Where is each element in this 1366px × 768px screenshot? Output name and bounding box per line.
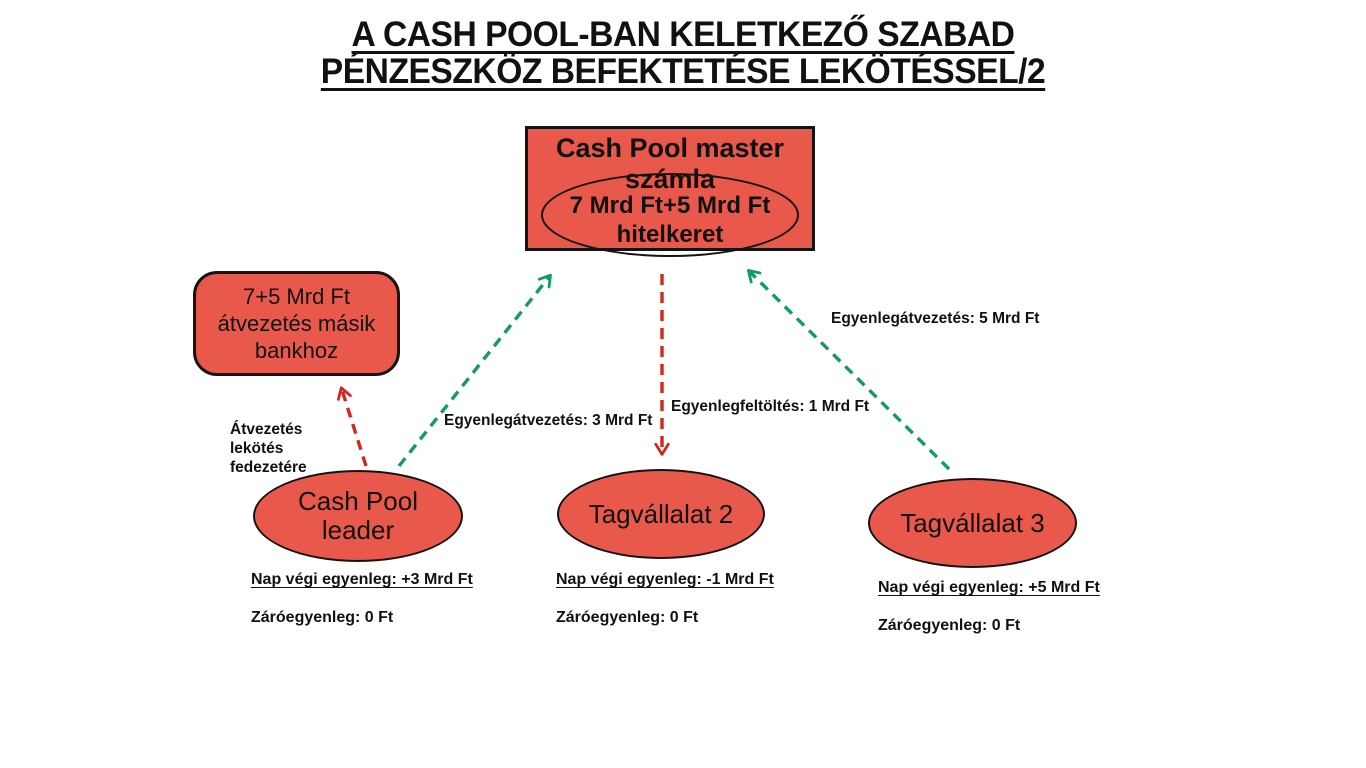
flow-label-member2-topup: Egyenlegfeltöltés: 1 Mrd Ft	[671, 398, 870, 415]
leader-name-line-2: leader	[321, 515, 395, 545]
member3-to-master-arrow	[746, 268, 951, 471]
transfer-box-line-2: átvezetés másik	[217, 311, 376, 336]
flow-label-transfer-cover-line-1: Átvezetés lekötés	[230, 421, 303, 457]
flow-label-transfer-cover: Átvezetés lekötés fedezetére	[230, 420, 360, 477]
leader-to-master-arrow	[397, 273, 552, 468]
member3-ellipse: Tagvállalat 3	[868, 478, 1077, 568]
member3-eod-balance: Nap végi egyenleg: +5 Mrd Ft	[878, 579, 1100, 596]
master-account-box: Cash Pool master számla 7 Mrd Ft+5 Mrd F…	[525, 126, 815, 257]
member3-closing-balance: Záróegyenleg: 0 Ft	[878, 617, 1021, 634]
page-title-line-1: A CASH POOL-BAN KELETKEZŐ SZABAD	[351, 15, 1015, 54]
credit-line-ellipse: 7 Mrd Ft+5 Mrd Ft hitelkeret	[541, 173, 799, 257]
transfer-box-line-3: bankhoz	[254, 338, 339, 363]
member2-name: Tagvállalat 2	[588, 498, 734, 529]
member2-closing-balance: Záróegyenleg: 0 Ft	[556, 609, 699, 626]
flow-label-transfer-cover-line-2: fedezetére	[230, 459, 307, 476]
credit-line-label: hitelkeret	[616, 221, 724, 248]
member2-ellipse: Tagvállalat 2	[557, 469, 765, 559]
page-title-line-2: PÉNZESZKÖZ BEFEKTETÉSE LEKÖTÉSSEL/2	[320, 52, 1046, 91]
member2-eod-balance: Nap végi egyenleg: -1 Mrd Ft	[556, 571, 774, 588]
flow-label-member3-transfer: Egyenlegátvezetés: 5 Mrd Ft	[831, 310, 1040, 327]
transfer-other-bank-box: 7+5 Mrd Ft átvezetés másik bankhoz	[193, 271, 400, 376]
flow-label-leader-transfer: Egyenlegátvezetés: 3 Mrd Ft	[444, 412, 653, 429]
member3-name: Tagvállalat 3	[900, 507, 1045, 538]
page-title: A CASH POOL-BAN KELETKEZŐ SZABAD PÉNZESZ…	[0, 16, 1366, 90]
credit-line-amount: 7 Mrd Ft+5 Mrd Ft	[569, 192, 771, 219]
master-account-name-line-1: Cash Pool master	[555, 133, 785, 163]
transfer-box-line-1: 7+5 Mrd Ft	[243, 284, 350, 309]
leader-name-line-1: Cash Pool	[298, 486, 418, 516]
leader-eod-balance: Nap végi egyenleg: +3 Mrd Ft	[251, 571, 473, 588]
cash-pool-leader-ellipse: Cash Pool leader	[253, 470, 463, 562]
leader-closing-balance: Záróegyenleg: 0 Ft	[251, 609, 394, 626]
